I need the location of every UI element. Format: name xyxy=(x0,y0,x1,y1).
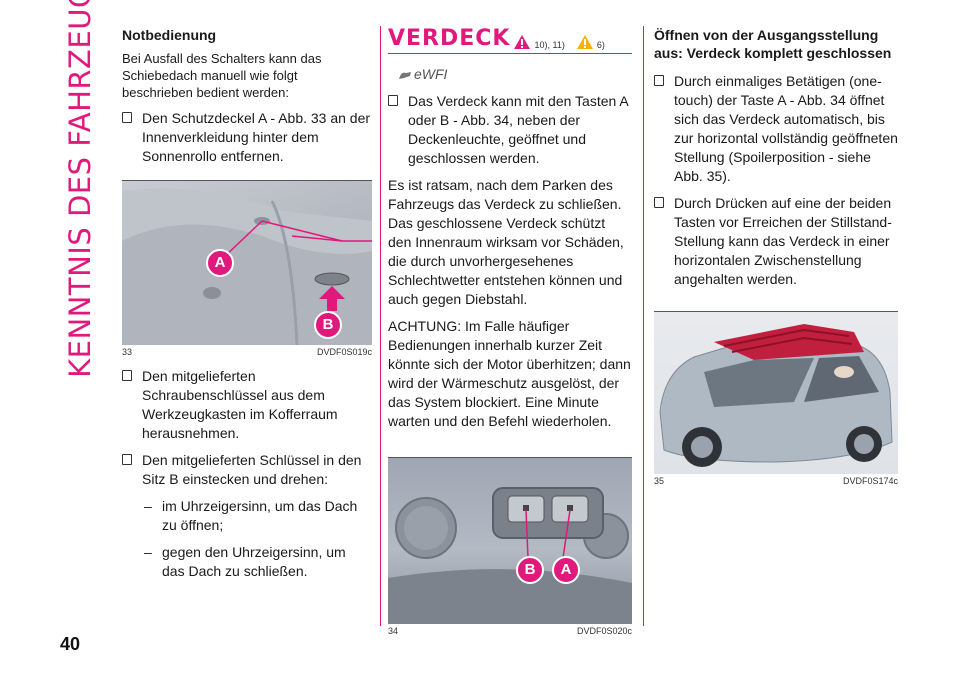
warning-triangle-icon xyxy=(513,34,531,50)
checkbox-bullet-icon xyxy=(122,112,132,123)
bullet-item: Den mitgelieferten Schlüssel in den Sitz… xyxy=(122,451,372,489)
figure-code: DVDF0S019c xyxy=(316,347,372,357)
label-a-badge: A xyxy=(206,249,234,277)
side-section-title-text: KENNTNIS DES FAHRZEUGS xyxy=(63,0,97,378)
caution-triangle-icon xyxy=(576,34,594,50)
dash-item: – im Uhrzeigersinn, um das Dach zu öffne… xyxy=(122,497,372,535)
side-section-title: KENNTNIS DES FAHRZEUGS xyxy=(60,0,100,378)
figure-33: A B 33 DVDF0S019c xyxy=(122,180,372,357)
column-2: VERDECK 10), 11) 6) eWFI Das Verdeck kan… xyxy=(388,24,632,636)
column-divider xyxy=(643,26,644,626)
figure-number: 35 xyxy=(654,476,665,486)
eco-logo-text: eWFI xyxy=(414,66,448,82)
bullet-text: Den mitgelieferten Schraubenschlüssel au… xyxy=(142,368,338,441)
section-heading-notbedienung: Notbedienung xyxy=(122,27,217,43)
paragraph: Es ist ratsam, nach dem Parken des Fahrz… xyxy=(388,177,624,307)
paragraph-warning: ACHTUNG: Im Falle häufiger Bedienungen i… xyxy=(388,318,631,429)
figure-number: 33 xyxy=(122,347,133,357)
page-number: 40 xyxy=(60,634,81,654)
figure-35-caption: 35 DVDF0S174c xyxy=(654,476,898,486)
bullet-item: Den mitgelieferten Schraubenschlüssel au… xyxy=(122,367,372,443)
figure-code: DVDF0S020c xyxy=(576,626,632,636)
hand-icon xyxy=(398,68,412,80)
figure-34-photo: B A xyxy=(388,458,632,624)
verdeck-header: VERDECK 10), 11) 6) xyxy=(388,28,632,54)
bullet-text: Den Schutzdeckel A - Abb. 33 an der Inne… xyxy=(142,110,371,164)
reference-notes: 10), 11) xyxy=(534,40,565,50)
intro-paragraph: Bei Ausfall des Schalters kann das Schie… xyxy=(122,51,322,100)
figure-code: DVDF0S174c xyxy=(842,476,898,486)
dash-mark: – xyxy=(144,544,152,560)
checkbox-bullet-icon xyxy=(654,75,664,86)
dash-text: gegen den Uhrzeigersinn, um das Dach zu … xyxy=(162,544,346,579)
figure-34: B A 34 DVDF0S020c xyxy=(388,457,632,636)
column-1: Notbedienung Bei Ausfall des Schalters k… xyxy=(122,24,372,589)
dash-mark: – xyxy=(144,498,152,514)
ceiling-light-illustration xyxy=(388,487,632,624)
checkbox-bullet-icon xyxy=(122,370,132,381)
section-heading-oeffnen: Öffnen von der Ausgangsstellung aus: Ver… xyxy=(654,27,892,61)
bullet-text: Durch einmaliges Betätigen (one-touch) d… xyxy=(674,73,898,184)
bullet-item: Durch Drücken auf eine der beiden Tasten… xyxy=(654,194,898,289)
car-open-roof-illustration xyxy=(659,324,893,467)
section-title-verdeck: VERDECK xyxy=(388,26,511,51)
checkbox-bullet-icon xyxy=(388,95,398,106)
figure-33-photo: A B xyxy=(122,181,372,345)
label-a-badge: A xyxy=(552,556,580,584)
bullet-text: Den mitgelieferten Schlüssel in den Sitz… xyxy=(142,452,362,487)
label-b-badge: B xyxy=(516,556,544,584)
column-3: Öffnen von der Ausgangsstellung aus: Ver… xyxy=(654,24,898,486)
checkbox-bullet-icon xyxy=(654,197,664,208)
label-b-badge: B xyxy=(314,311,342,339)
figure-number: 34 xyxy=(388,626,399,636)
bullet-text: Das Verdeck kann mit den Tasten A oder B… xyxy=(408,93,628,166)
bullet-item: Den Schutzdeckel A - Abb. 33 an der Inne… xyxy=(122,109,372,166)
column-divider xyxy=(380,26,381,626)
bullet-item: Das Verdeck kann mit den Tasten A oder B… xyxy=(388,92,632,168)
figure-34-caption: 34 DVDF0S020c xyxy=(388,626,632,636)
figure-33-caption: 33 DVDF0S019c xyxy=(122,347,372,357)
figure-35-photo xyxy=(654,312,898,474)
eco-logo: eWFI xyxy=(398,66,632,82)
dash-item: – gegen den Uhrzeigersinn, um das Dach z… xyxy=(122,543,372,581)
bullet-item: Durch einmaliges Betätigen (one-touch) d… xyxy=(654,72,898,186)
figure-35: 35 DVDF0S174c xyxy=(654,311,898,486)
reference-notes: 6) xyxy=(596,40,605,50)
dash-text: im Uhrzeigersinn, um das Dach zu öffnen; xyxy=(162,498,358,533)
checkbox-bullet-icon xyxy=(122,454,132,465)
bullet-text: Durch Drücken auf eine der beiden Tasten… xyxy=(674,195,892,287)
